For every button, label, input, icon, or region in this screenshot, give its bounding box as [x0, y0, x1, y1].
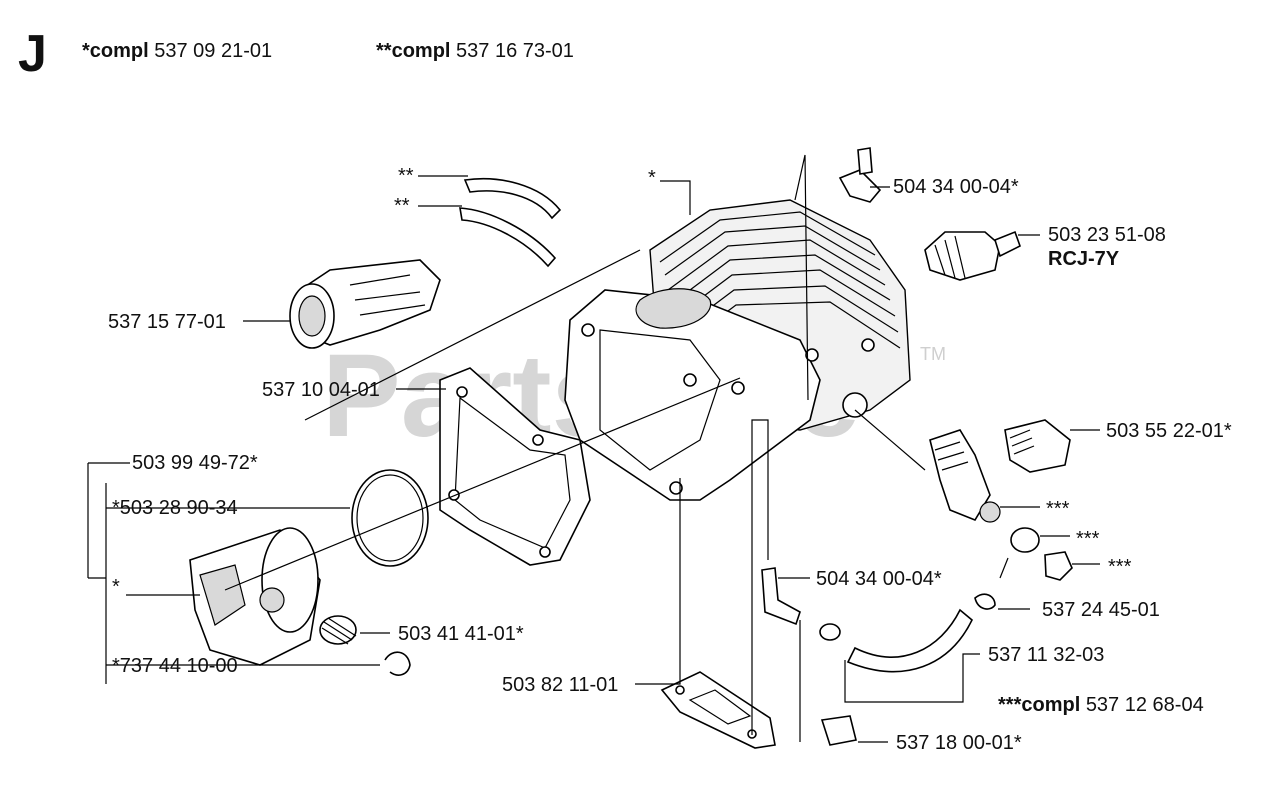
- label-gasket: 537 10 04-01: [262, 379, 380, 401]
- label-intake: 537 15 77-01: [108, 311, 226, 333]
- label-ring: *503 28 90-34: [112, 497, 238, 519]
- compl-kit-2-prefix: **compl: [376, 40, 451, 62]
- base-gasket: [660, 671, 776, 749]
- label-spark-plug: 503 23 51-08: [1048, 224, 1166, 246]
- elbow-fitting-bottom: [761, 567, 801, 626]
- elbow-fitting-top: [838, 147, 882, 203]
- piston: [189, 527, 321, 666]
- watermark-trademark: TM: [920, 344, 946, 364]
- compl-kit-1-prefix: *compl: [82, 40, 149, 62]
- label-elbow-bottom: 504 34 00-04*: [816, 568, 942, 590]
- intake-pipe: [289, 259, 441, 349]
- label-elbow-top: 504 34 00-04*: [893, 176, 1019, 198]
- section-letter: J: [18, 25, 47, 83]
- compl-kit-2: **compl 537 16 73-01: [376, 40, 574, 63]
- label-plug-cap: 503 55 22-01*: [1106, 420, 1232, 442]
- label-cylinder: *: [648, 167, 656, 189]
- label-washer: ***: [1076, 528, 1100, 550]
- label-decomp-valve: ***: [1046, 498, 1070, 520]
- compl-kit-3-number: 537 12 68-04: [1085, 694, 1204, 716]
- label-base-gasket: 503 82 11-01: [502, 674, 619, 696]
- circlip: [384, 651, 411, 676]
- label-clip-top: **: [398, 165, 414, 187]
- cylinder: [564, 199, 911, 501]
- compl-kit-3-prefix: ***compl: [998, 694, 1081, 716]
- clips: [459, 177, 562, 268]
- compl-kit-2-number: 537 16 73-01: [456, 40, 574, 62]
- cylinder-gasket: [439, 367, 591, 566]
- compl-kit-3: ***compl 537 12 68-04: [998, 694, 1204, 717]
- decompression-valve: [929, 429, 1001, 523]
- compl-kit-1-number: 537 09 21-01: [154, 40, 273, 62]
- fuel-hose: [846, 608, 973, 673]
- leader-lines: [87, 175, 1100, 743]
- plug-cap: [1004, 419, 1071, 473]
- label-filter: 537 18 00-01*: [896, 732, 1022, 754]
- nut: [1044, 551, 1073, 581]
- label-spark-plug-type: RCJ-7Y: [1048, 248, 1120, 270]
- label-hose: 537 11 32-03: [988, 644, 1105, 666]
- label-circlip: *737 44 10-00: [112, 655, 238, 677]
- fuel-filter: [820, 715, 857, 746]
- label-hose-clamp: 537 24 45-01: [1042, 599, 1160, 621]
- banjo-washer: [1010, 527, 1040, 553]
- hose-clamp: [974, 593, 996, 610]
- spark-plug: [924, 230, 1021, 281]
- label-clip-bottom: **: [394, 195, 410, 217]
- compl-kit-1: *compl 537 09 21-01: [82, 40, 272, 63]
- label-nut: ***: [1108, 556, 1132, 578]
- label-piston-group: 503 99 49-72*: [132, 452, 258, 474]
- label-piston: *: [112, 576, 120, 598]
- label-bearing: 503 41 41-01*: [398, 623, 524, 645]
- hose-fitting: [819, 623, 841, 641]
- needle-bearing: [319, 615, 357, 645]
- piston-ring: [351, 469, 429, 567]
